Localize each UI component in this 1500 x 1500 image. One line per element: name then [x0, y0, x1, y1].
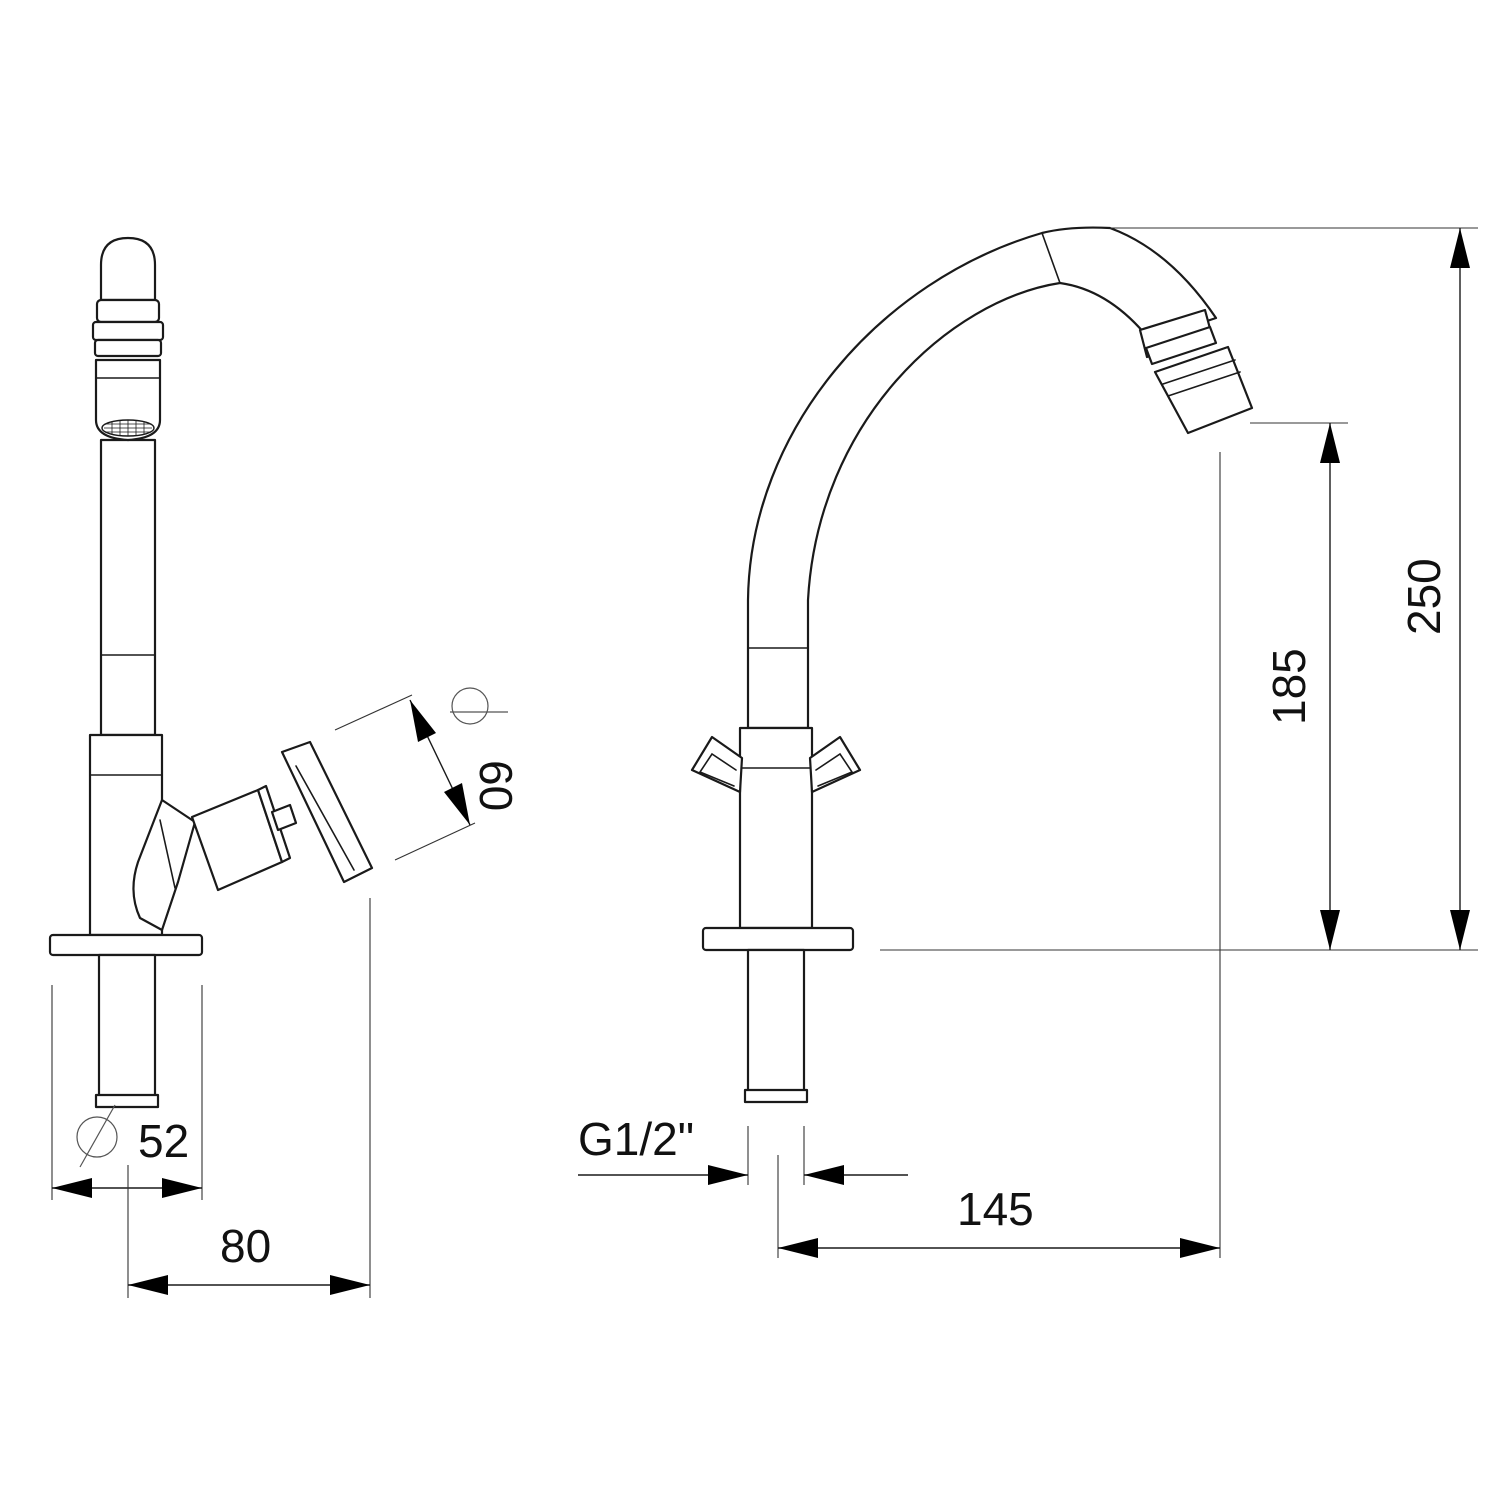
- total-height-label: 250: [1398, 558, 1450, 635]
- dimension-thread: G1/2": [578, 1113, 908, 1185]
- front-view-shank: [746, 948, 806, 1094]
- side-view-cap: [99, 236, 157, 302]
- outlet-height-label: 185: [1263, 648, 1315, 725]
- arrowhead: [410, 700, 436, 742]
- dimension-handle-diameter: 60: [334, 687, 522, 861]
- side-view-faucet: [48, 236, 374, 1109]
- side-view-shank: [97, 953, 157, 1107]
- dimension-base-diameter: 52: [51, 985, 203, 1200]
- dimension-total-height: 250: [1110, 227, 1478, 950]
- side-offset-label: 80: [220, 1220, 271, 1272]
- arrowhead: [1450, 228, 1470, 268]
- front-view-faucet: [690, 226, 1254, 1104]
- arrowhead: [1320, 910, 1340, 950]
- base-diameter-label: 52: [138, 1115, 189, 1167]
- front-view-body: [738, 726, 814, 930]
- arrowhead: [330, 1275, 370, 1295]
- arrowhead: [128, 1275, 168, 1295]
- dimension-side-offset: 80: [127, 898, 371, 1298]
- arrowhead: [162, 1178, 202, 1198]
- front-view-flange: [701, 926, 855, 952]
- arrowhead: [1180, 1238, 1220, 1258]
- diameter-symbol-icon: [450, 687, 508, 725]
- side-view-aerator: [94, 358, 162, 442]
- arrowhead: [708, 1165, 748, 1185]
- arrowhead: [52, 1178, 92, 1198]
- arrowhead: [804, 1165, 844, 1185]
- front-view-handle-right: [808, 735, 862, 794]
- side-view-flange: [48, 933, 204, 957]
- handle-diameter-label: 60: [470, 760, 522, 811]
- front-view-aerator: [1153, 345, 1254, 435]
- side-view-pipe: [99, 438, 157, 737]
- arrowhead: [778, 1238, 818, 1258]
- arrowhead: [1450, 910, 1470, 950]
- front-view-handle-left: [690, 735, 744, 794]
- thread-label: G1/2": [578, 1113, 694, 1165]
- dimension-outlet-height: 185: [880, 422, 1478, 951]
- front-view-spout: [746, 226, 1218, 730]
- arrowhead: [444, 783, 470, 825]
- dimension-spout-reach: 145: [777, 452, 1221, 1258]
- arrowhead: [1320, 423, 1340, 463]
- spout-reach-label: 145: [957, 1183, 1034, 1235]
- side-view-valve-housing: [132, 798, 197, 932]
- side-view-handle: [280, 740, 374, 884]
- diameter-symbol-icon: [76, 1104, 118, 1168]
